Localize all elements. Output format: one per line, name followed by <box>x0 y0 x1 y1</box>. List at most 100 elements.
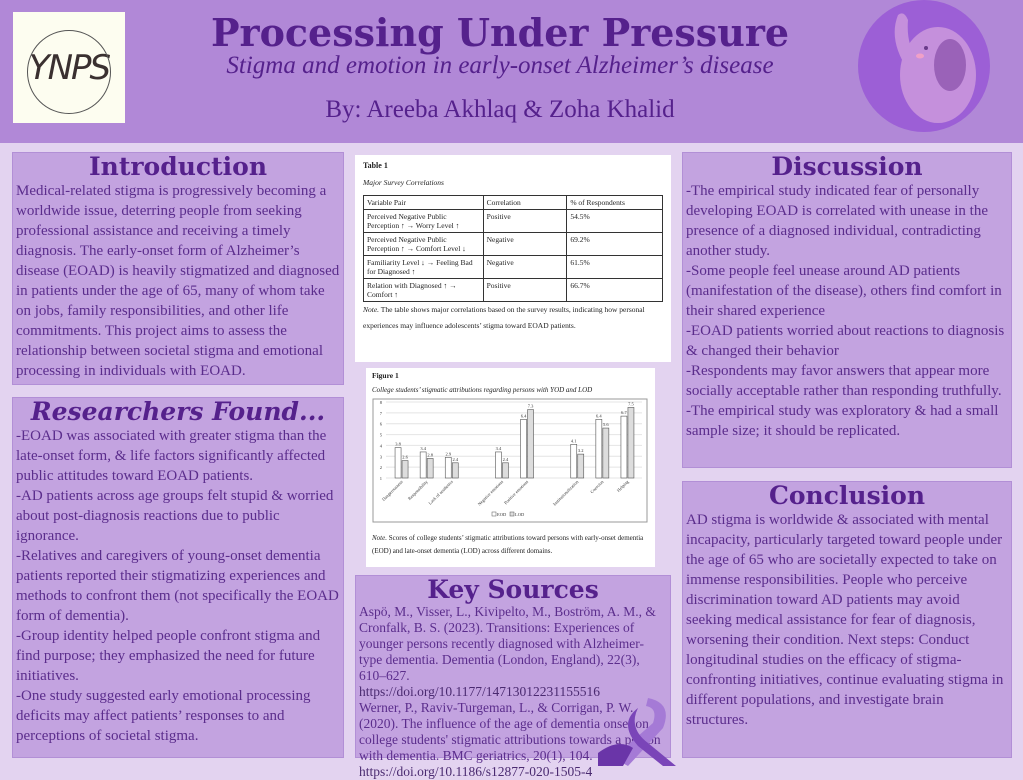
y-tick-label: 8 <box>380 400 383 405</box>
poster-subtitle: Stigma and emotion in early-onset Alzhei… <box>226 52 774 79</box>
data-label: 6.7 <box>621 410 627 415</box>
bar-lod <box>426 458 434 479</box>
data-label: 2.4 <box>503 457 509 462</box>
conclusion-body: AD stigma is worldwide & associated with… <box>686 512 1004 728</box>
discussion-panel: Discussion -The empirical study indicate… <box>682 152 1012 468</box>
table-header: % of Respondents <box>566 195 663 210</box>
table-cell: Negative <box>482 255 568 279</box>
bar-lod <box>627 407 635 479</box>
bar-lod <box>577 453 585 479</box>
poster-header: YNPS Processing Under Pressure Stigma an… <box>0 0 1023 143</box>
awareness-ribbon-icon <box>598 698 676 766</box>
table-cell: 69.2% <box>566 232 663 256</box>
bar-lod <box>451 462 459 479</box>
table-note: Note. The table shows major correlations… <box>363 302 663 334</box>
legend-swatch <box>491 511 497 517</box>
table-row: Relation with Diagnosed ↑ → Comfort ↑Pos… <box>363 278 663 302</box>
data-label: 2.4 <box>452 457 458 462</box>
source-1-link[interactable]: https://doi.org/10.1177/1471301223115551… <box>359 684 601 699</box>
source-2-link[interactable]: https://doi.org/10.1186/s12877-020-1505-… <box>359 764 593 779</box>
table-header: Correlation <box>482 195 568 210</box>
sources-heading: Key Sources <box>427 575 599 604</box>
table-cell: Familiarity Level ↓ → Feeling Bad for Di… <box>363 255 484 279</box>
introduction-body: Medical-related stigma is progressively … <box>16 183 340 379</box>
bar-eod <box>595 419 603 479</box>
conclusion-heading: Conclusion <box>768 481 926 510</box>
introduction-heading: Introduction <box>88 152 268 181</box>
table-cell: Perceived Negative Public Perception ↑ →… <box>363 209 484 233</box>
table-figure: Table 1 Major Survey Correlations Variab… <box>355 155 671 362</box>
bar-eod <box>419 451 427 479</box>
discussion-body: -The empirical study indicated fear of p… <box>686 183 1005 439</box>
table-cell: Positive <box>482 278 568 302</box>
data-label: 3.2 <box>578 448 584 453</box>
researchers-heading: Researchers Found... <box>30 397 326 426</box>
table-cell: 61.5% <box>566 255 663 279</box>
bar-eod <box>570 444 578 479</box>
ynps-logo: YNPS <box>13 12 125 123</box>
poster-authors: By: Areeba Akhlaq & Zoha Khalid <box>325 96 675 123</box>
note-text: Scores of college students’ stigmatic at… <box>372 534 644 555</box>
data-label: 6.4 <box>521 413 527 418</box>
legend-swatch <box>509 511 515 517</box>
data-label: 7.3 <box>528 404 534 409</box>
bar-eod <box>620 415 628 479</box>
bar-eod <box>495 451 502 479</box>
figure-note: Note. Scores of college students’ stigma… <box>372 532 649 558</box>
table-row: Perceived Negative Public Perception ↑ →… <box>363 232 663 256</box>
data-label: 3.8 <box>395 442 401 447</box>
data-label: 5.6 <box>603 422 609 427</box>
data-label: 3.4 <box>496 446 502 451</box>
figure-title: College students’ stigmatic attributions… <box>372 386 593 394</box>
table-cell: 66.7% <box>566 278 663 302</box>
bar-chart: 123456783.82.6Dangerousness3.42.8Respons… <box>372 398 648 523</box>
table-cell: Relation with Diagnosed ↑ → Comfort ↑ <box>363 278 484 302</box>
source-1: Aspö, M., Visser, L., Kivipelto, M., Bos… <box>359 604 656 683</box>
legend-label: LOD <box>515 512 525 517</box>
table-cell: 54.5% <box>566 209 663 233</box>
y-tick-label: 6 <box>380 422 383 427</box>
data-label: 6.4 <box>596 413 602 418</box>
poster-title: Processing Under Pressure <box>210 10 790 55</box>
data-label: 7.5 <box>628 401 634 406</box>
data-label: 2.9 <box>445 451 451 456</box>
y-tick-label: 2 <box>380 465 382 470</box>
discussion-heading: Discussion <box>771 152 923 181</box>
figure-label: Figure 1 <box>372 371 399 380</box>
data-label: 4.1 <box>571 438 577 443</box>
table-label: Table 1 <box>363 161 388 170</box>
y-tick-label: 7 <box>380 411 383 416</box>
researchers-panel: Researchers Found... -EOAD was associate… <box>12 397 344 758</box>
table-row: Familiarity Level ↓ → Feeling Bad for Di… <box>363 255 663 279</box>
y-tick-label: 5 <box>380 433 383 438</box>
table-cell: Perceived Negative Public Perception ↑ →… <box>363 232 484 256</box>
conclusion-panel: Conclusion AD stigma is worldwide & asso… <box>682 481 1012 758</box>
bar-lod <box>602 427 610 479</box>
table-row: Perceived Negative Public Perception ↑ →… <box>363 209 663 233</box>
note-text: The table shows major correlations based… <box>363 305 645 330</box>
bar-eod <box>444 457 452 479</box>
table-header: Variable Pair <box>363 195 484 210</box>
y-tick-label: 3 <box>380 454 383 459</box>
bar-lod <box>502 462 509 479</box>
bar-eod <box>520 419 527 479</box>
sources-panel: Key Sources Aspö, M., Visser, L., Kivipe… <box>355 575 671 779</box>
source-2: Werner, P., Raviv-Turgeman, L., & Corrig… <box>359 700 661 763</box>
bar-lod <box>527 409 534 479</box>
researchers-body: -EOAD was associated with greater stigma… <box>16 428 339 744</box>
bar-eod <box>394 447 402 479</box>
table-cell: Negative <box>482 232 568 256</box>
note-label: Note. <box>372 534 387 542</box>
data-label: 2.6 <box>402 455 408 460</box>
legend-label: EOD <box>497 512 507 517</box>
y-tick-label: 4 <box>380 443 383 448</box>
elephant-illustration <box>858 0 990 132</box>
table-cell: Positive <box>482 209 568 233</box>
bar-lod <box>401 460 409 479</box>
table-title: Major Survey Correlations <box>363 178 444 187</box>
note-label: Note. <box>363 305 380 314</box>
data-label: 3.4 <box>420 446 426 451</box>
introduction-panel: Introduction Medical-related stigma is p… <box>12 152 344 385</box>
data-label: 2.8 <box>427 452 433 457</box>
